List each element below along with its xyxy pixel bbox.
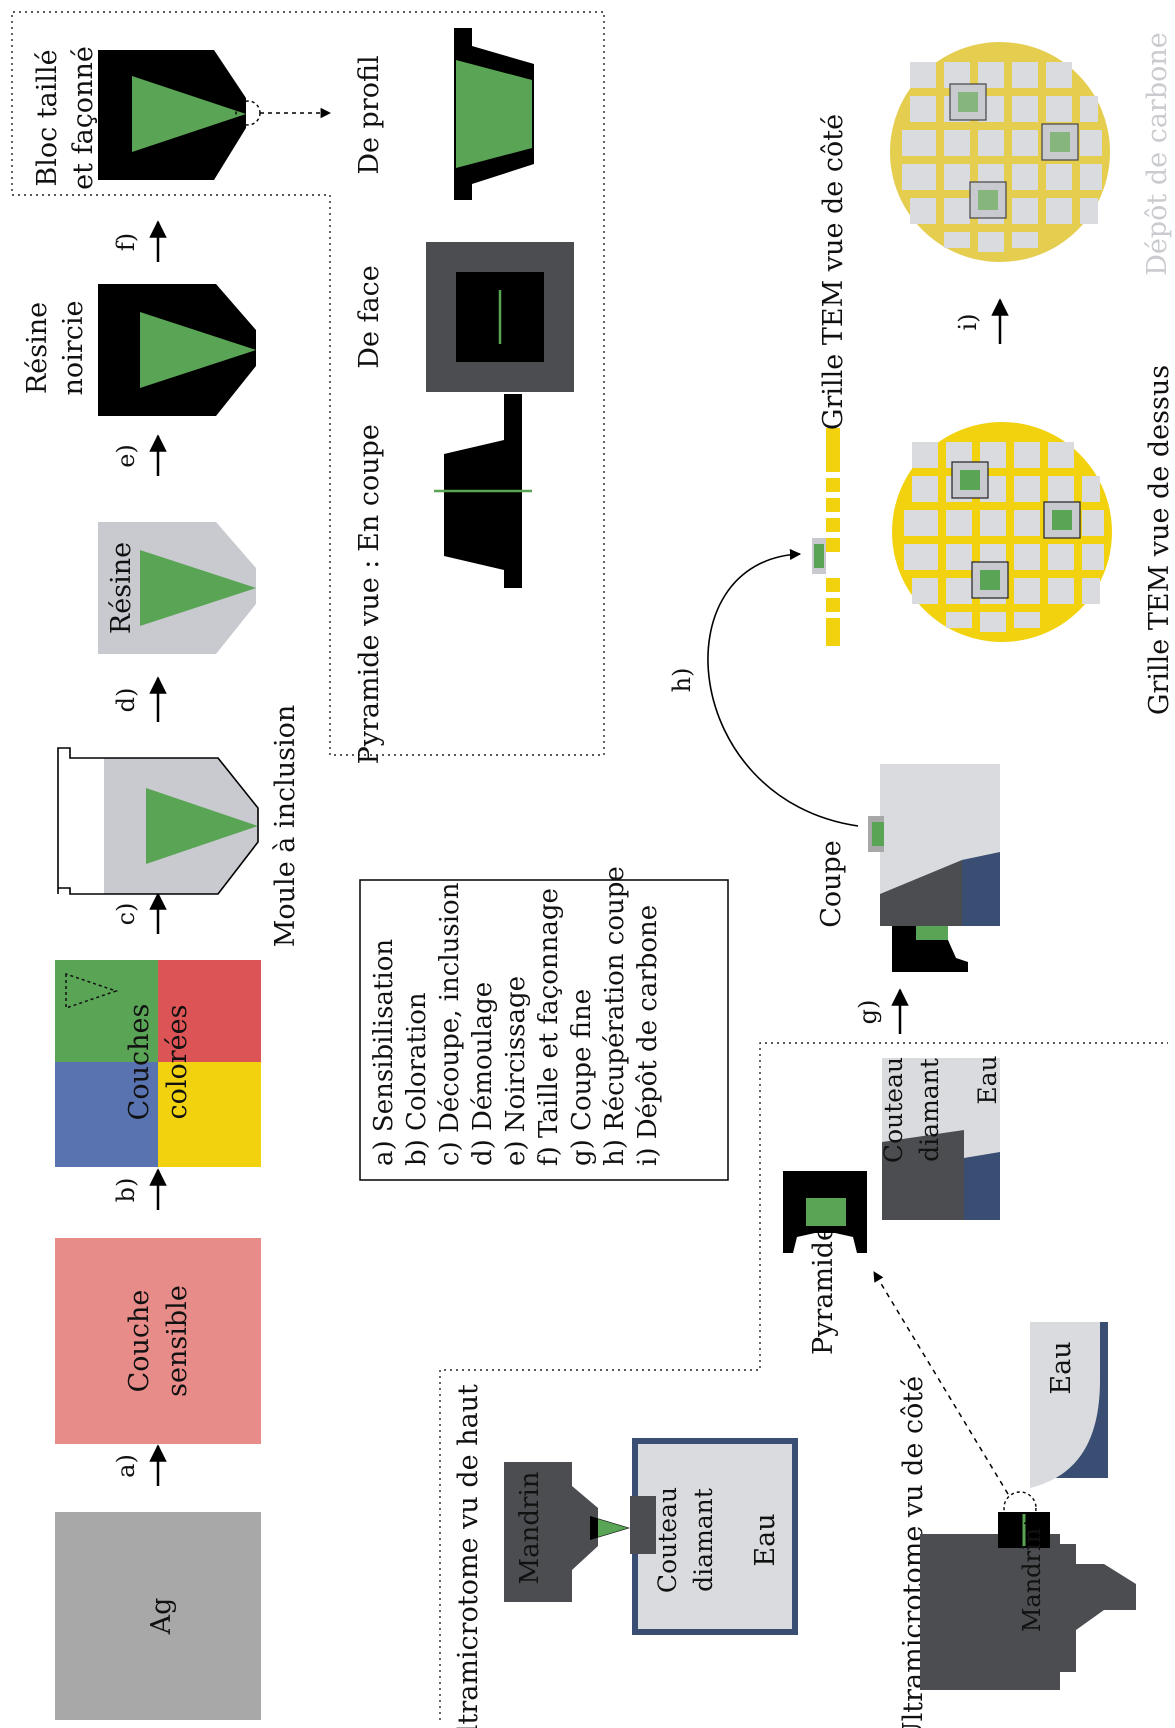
step-a-label: a) <box>112 1454 140 1478</box>
mandrin-side-label: Mandrin <box>1018 1528 1046 1632</box>
step-f-label: f) <box>112 233 140 251</box>
knife-block-left-eau: Eau <box>973 1055 1002 1104</box>
mandrin-side-shape <box>920 1534 1136 1690</box>
moule-green-pyramid <box>146 788 258 864</box>
mandrin-side-tip-highlight <box>1003 1491 1037 1525</box>
bloc-label-1: Bloc taillé <box>32 49 63 186</box>
de-profil-label: De profil <box>354 55 385 174</box>
pyramide-pointer <box>873 1271 1009 1495</box>
legend-item: c) Découpe, inclusion <box>435 882 465 1166</box>
mandrin-top-label: Mandrin <box>515 1471 545 1584</box>
legend-item: g) Coupe fine <box>567 989 597 1166</box>
tem-grid-top <box>892 422 1112 642</box>
mandrin-top <box>504 1462 598 1602</box>
step-b-label: b) <box>112 1178 140 1203</box>
knife-block-left-label-1: Couteau <box>879 1057 908 1163</box>
coupe-knife-water <box>962 852 1000 926</box>
knife-top-blade <box>630 1496 656 1554</box>
step-g-label: g) <box>854 1000 882 1025</box>
ag-block <box>55 1512 261 1720</box>
knife-block-left-label-2: diamant <box>915 1058 944 1162</box>
small-pyramid-green <box>806 1198 846 1226</box>
coupe-section-green <box>872 822 884 846</box>
legend-item: b) Coloration <box>402 992 432 1166</box>
colored-layer-blue <box>55 1062 158 1167</box>
bloc-green-pyramid <box>132 76 246 152</box>
knife-top-label-1: Couteau <box>653 1487 682 1593</box>
couche-sensible-label-1: Couche <box>124 1290 155 1393</box>
cut-outline-triangle <box>65 972 119 1010</box>
grille-cote-label: Grille TEM vue de côté <box>818 114 849 430</box>
moule-outline <box>57 747 259 895</box>
coupe-knife-dark <box>880 860 962 926</box>
knife-block-left-dark <box>882 1130 964 1220</box>
step-i-label: i) <box>954 313 982 330</box>
grille-dessus-label: Grille TEM vue de dessus <box>1144 365 1175 715</box>
moule-label: Moule à inclusion <box>270 705 301 947</box>
colored-layer-yellow <box>158 1062 261 1167</box>
knife-block-left-water <box>964 1152 1000 1220</box>
tem-grid-carbon <box>890 42 1110 262</box>
pyramid-profile-green <box>456 60 532 168</box>
region-border-top <box>11 11 605 756</box>
pyramide-vue-label: Pyramide vue : <box>354 560 385 765</box>
eau-side-label: Eau <box>1046 1341 1077 1394</box>
step-c-label: c) <box>112 903 140 926</box>
legend-item: f) Taille et façonnage <box>534 888 564 1166</box>
colored-layer-green <box>55 960 158 1062</box>
resine-noircie-label-2: noircie <box>58 301 89 396</box>
resine-noircie-label-1: Résine <box>22 302 53 394</box>
ultra-haut-label: Ultramicrotome vu de haut <box>453 1384 484 1728</box>
legend-item: i) Dépôt de carbone <box>633 905 663 1166</box>
depot-carbone-label: Dépôt de carbone <box>1142 32 1173 275</box>
resine-label: Résine <box>106 542 137 634</box>
legend-item: h) Récupération coupe <box>600 866 630 1166</box>
knife-side <box>1030 1322 1100 1488</box>
pyramide-label: Pyramide <box>808 1225 839 1355</box>
knife-top-frame <box>632 1438 798 1635</box>
step-e-label: e) <box>112 444 140 468</box>
tem-grid-side <box>812 428 840 646</box>
coupe-label: Coupe <box>816 840 847 928</box>
legend-item: d) Démoulage <box>468 982 498 1166</box>
mandrin-top-green <box>598 1519 628 1537</box>
legend-box <box>359 879 729 1181</box>
step-h-label: h) <box>668 668 696 693</box>
arrow-h <box>707 548 859 827</box>
couches-colorees-label-2: colorées <box>162 1005 193 1120</box>
colored-layer-red <box>158 960 261 1062</box>
legend-item: e) Noircissage <box>501 976 531 1166</box>
en-coupe-label: En coupe <box>354 424 385 552</box>
de-face-label: De face <box>354 265 385 368</box>
couches-colorees-label-1: Couches <box>124 1004 155 1121</box>
bloc-label-2: et façonné <box>68 46 99 190</box>
resine-green-pyramid <box>140 550 256 626</box>
ag-label: Ag <box>146 1598 177 1636</box>
couche-sensible-label-2: sensible <box>162 1285 193 1397</box>
step-d-label: d) <box>112 688 140 713</box>
knife-top-label-2: diamant <box>689 1488 718 1592</box>
resine-noircie-green-pyramid <box>140 312 256 388</box>
legend-item: a) Sensibilisation <box>369 939 399 1166</box>
eau-top-label: Eau <box>750 1513 781 1566</box>
couche-sensible-block <box>55 1238 261 1444</box>
